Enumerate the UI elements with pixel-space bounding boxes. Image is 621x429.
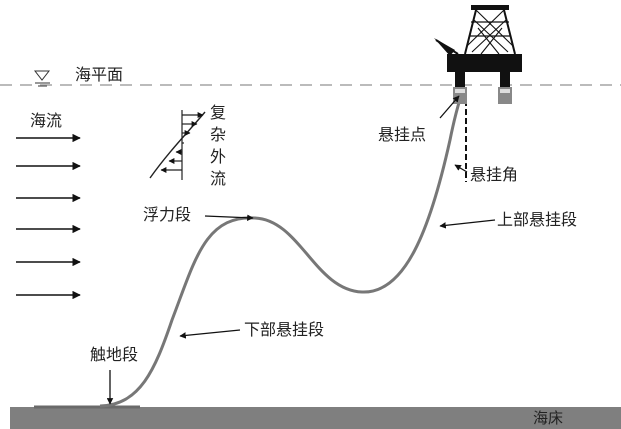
sea-level-symbol-icon	[33, 70, 51, 87]
buoyancy-section-label: 浮力段	[143, 205, 191, 224]
svg-text:复: 复	[210, 103, 226, 122]
touchdown-section-label: 触地段	[90, 345, 138, 364]
complex-current-profile-icon	[149, 110, 206, 180]
lower-catenary-label: 下部悬挂段	[244, 320, 324, 339]
upper-catenary-leader	[439, 219, 496, 229]
upper-catenary-label: 上部悬挂段	[497, 210, 577, 229]
svg-text:外: 外	[210, 147, 226, 166]
sea-level-label: 海平面	[75, 65, 123, 84]
buoyancy-leader	[204, 214, 254, 222]
hang-angle-leader	[454, 164, 468, 173]
lower-catenary-leader	[179, 329, 241, 339]
hang-point-label: 悬挂点	[378, 125, 426, 144]
ocean-current-arrows	[16, 133, 81, 300]
offshore-platform-icon	[434, 5, 522, 104]
seabed	[10, 407, 621, 429]
ocean-current-label: 海流	[30, 111, 62, 130]
svg-text:流: 流	[210, 169, 226, 188]
riser-line	[99, 91, 464, 408]
svg-text:杂: 杂	[210, 125, 226, 144]
hang-angle-label: 悬挂角	[470, 165, 518, 184]
seabed-label: 海床	[533, 409, 563, 427]
leader-lines	[106, 95, 496, 405]
hang-point-leader	[439, 95, 460, 119]
complex-current-label: 复 杂 外 流	[210, 103, 226, 188]
